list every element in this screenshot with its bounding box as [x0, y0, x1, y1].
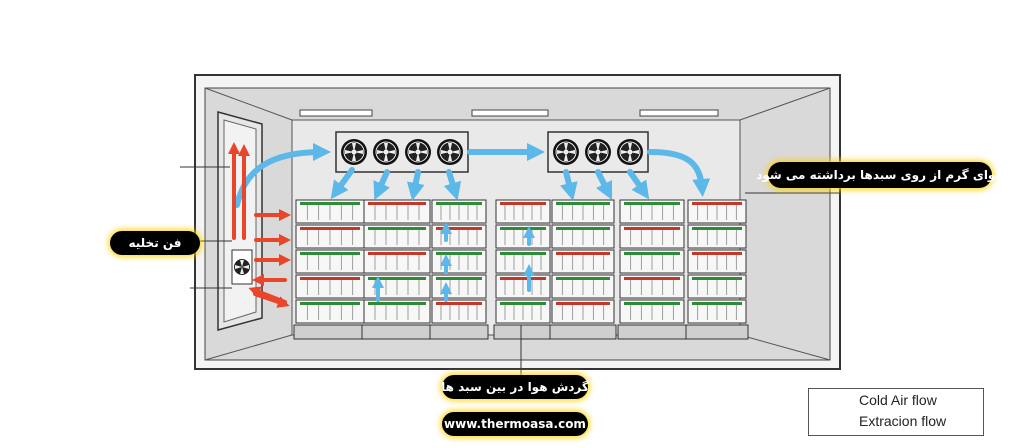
label-warm-air-removed: هوای گرم از روی سبدها برداشته می شود [756, 162, 1004, 188]
pallet [293, 324, 367, 340]
ceiling-light [639, 109, 719, 117]
cold-air-arrow [595, 169, 613, 201]
crate-stacks [293, 199, 749, 340]
cold-air-arrow [627, 169, 650, 200]
crate-stack [361, 199, 433, 340]
crate-stack [549, 199, 617, 340]
legend: Cold Air flow Extracion flow [808, 388, 984, 436]
pallet [685, 324, 749, 340]
cold-air-arrows-between-baskets [372, 222, 535, 302]
pallet [617, 324, 687, 340]
pallet [429, 324, 489, 340]
crate-stack [293, 199, 367, 340]
pallet [549, 324, 617, 340]
crate-stack [493, 199, 553, 340]
label-air-between-baskets: گردش هوا در بین سبد ها [441, 375, 589, 399]
ceiling-light [299, 109, 373, 117]
evaporator-unit-right [547, 131, 649, 173]
cold-air-arrow [330, 167, 355, 200]
crate-stack [685, 199, 749, 340]
extraction-arrow [253, 292, 290, 308]
cold-air-arrow [443, 169, 462, 201]
crate-stack [429, 199, 489, 340]
pallet [361, 324, 433, 340]
website-url: www.thermoasa.com [442, 412, 588, 436]
crate-stack [617, 199, 687, 340]
exhaust-door-panel [217, 111, 263, 331]
leader-lines [180, 166, 840, 375]
legend-cold-air: Cold Air flow [859, 392, 937, 408]
cold-air-arrow [234, 143, 331, 208]
cold-air-arrow [560, 169, 578, 201]
extraction-arrows [228, 142, 291, 308]
ceiling-light [471, 109, 549, 117]
cold-air-arrows [234, 143, 711, 208]
legend-extraction: Extracion flow [859, 413, 947, 429]
evaporator-unit-left [335, 131, 469, 173]
cold-air-arrow [406, 169, 425, 201]
pallet [493, 324, 553, 340]
cold-air-arrow [373, 169, 390, 201]
label-fan-exhaust: فن تخلیه [110, 231, 200, 255]
cold-air-arrow [647, 149, 711, 197]
